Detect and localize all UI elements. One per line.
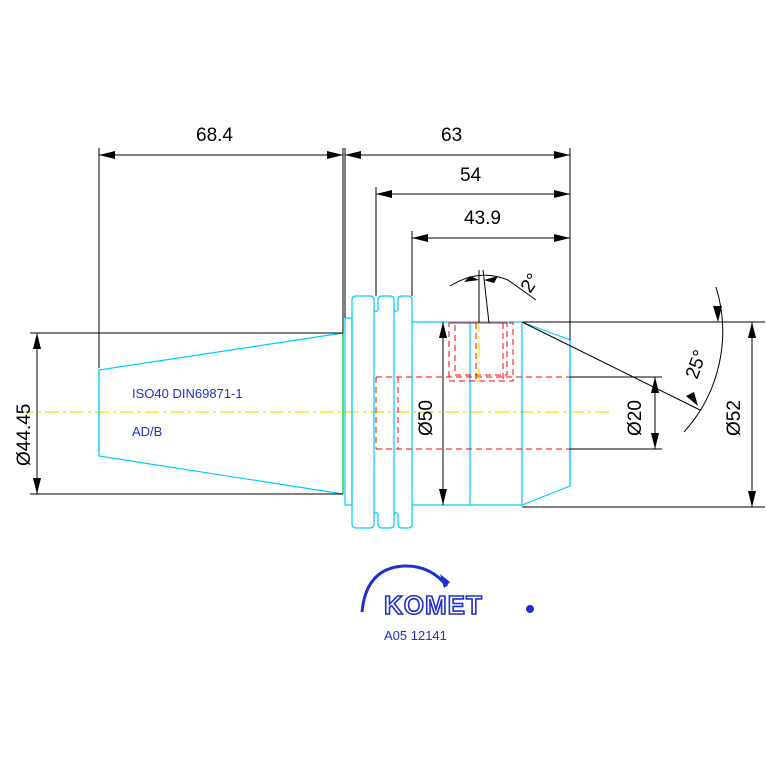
dim-20-label: Ø20 bbox=[625, 400, 646, 436]
part-number: A05 12141 bbox=[384, 628, 447, 643]
logo-dot bbox=[526, 605, 534, 613]
dim-63-label: 63 bbox=[441, 125, 462, 146]
dim-50: Ø50 bbox=[416, 322, 447, 505]
coolant-note: AD/B bbox=[132, 424, 162, 439]
logo-arc bbox=[360, 564, 449, 613]
dim-68-4-label: 68.4 bbox=[196, 125, 233, 146]
dim-20: Ø20 bbox=[570, 376, 662, 450]
dim-63: 63 bbox=[344, 125, 571, 340]
dim-44-45: Ø44.45 bbox=[14, 332, 343, 495]
dim-2-deg: 2° bbox=[449, 270, 545, 324]
dim-54: 54 bbox=[375, 165, 570, 296]
holder-outline bbox=[98, 295, 571, 529]
dim-43-9-label: 43.9 bbox=[464, 208, 501, 229]
dim-50-label: Ø50 bbox=[416, 400, 437, 436]
dim-2-deg-label: 2° bbox=[517, 270, 545, 297]
dim-68-4: 68.4 bbox=[98, 125, 344, 368]
dim-43-9: 43.9 bbox=[411, 208, 570, 296]
dim-54-label: 54 bbox=[460, 165, 482, 186]
standard-note: ISO40 DIN69871-1 bbox=[132, 386, 243, 401]
brand-name: KOMET bbox=[384, 590, 483, 620]
dim-44-45-label: Ø44.45 bbox=[14, 404, 35, 466]
dim-52-label: Ø52 bbox=[724, 400, 745, 436]
hidden-lines bbox=[375, 318, 650, 450]
komet-logo: KOMET A05 12141 bbox=[360, 564, 534, 643]
dim-25-deg-label: 25° bbox=[682, 348, 712, 382]
